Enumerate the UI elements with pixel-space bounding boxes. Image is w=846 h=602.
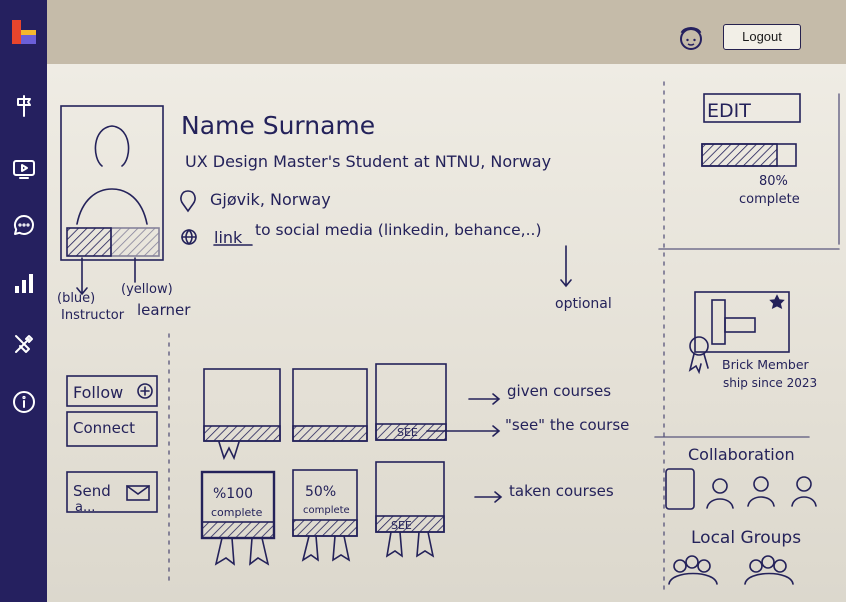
edit-box (703, 93, 801, 123)
sketch-optional: optional (555, 296, 612, 312)
top-bar: Logout (47, 0, 846, 64)
sketch-taken1-pct: %100 (213, 486, 253, 502)
sketch-taken2-pct: 50% (305, 484, 336, 500)
progress-fill (701, 143, 778, 167)
collab-phone-icon (665, 468, 695, 510)
tools-icon[interactable] (11, 331, 37, 357)
sketch-link-word: link (214, 228, 243, 247)
instructor-color-bar (66, 227, 112, 257)
sketch-progress-percent: 80% (759, 174, 788, 189)
sketch-local-groups: Local Groups (691, 528, 801, 548)
sketch-edit: EDIT (707, 100, 751, 122)
signpost-icon[interactable] (11, 93, 37, 119)
sketch-blue-label: (blue) (57, 291, 95, 306)
send-box (66, 471, 158, 513)
logout-button[interactable]: Logout (723, 24, 801, 50)
connect-box (66, 411, 158, 447)
sketch-taken-courses: taken courses (509, 482, 614, 500)
sketch-yellow-label: (yellow) (121, 282, 173, 297)
sketch-location: Gjøvik, Norway (210, 190, 331, 209)
sketch-see-given: SEE (397, 426, 418, 439)
sketch-subtitle: UX Design Master's Student at NTNU, Norw… (185, 152, 551, 171)
sketch-learner-label: learner (137, 301, 191, 319)
sketch-progress-complete: complete (739, 192, 800, 207)
sketch-taken1-label: complete (211, 506, 263, 519)
sketch-send-line1: Send (73, 482, 111, 500)
sketch-name: Name Surname (181, 111, 375, 140)
sketch-follow: Follow (73, 383, 123, 402)
sketch-canvas: Name Surname UX Design Master's Student … (47, 64, 846, 602)
sidebar (0, 0, 47, 602)
app-logo[interactable] (12, 20, 36, 44)
sketch-brick-line2: ship since 2023 (723, 376, 817, 390)
sketch-collaboration: Collaboration (688, 445, 795, 464)
chat-icon[interactable] (11, 212, 37, 238)
profile-photo-placeholder (60, 105, 164, 261)
sketch-instructor-label: Instructor (61, 308, 125, 323)
sketch-link-rest: to social media (linkedin, behance,..) (255, 221, 542, 239)
info-icon[interactable] (11, 389, 37, 415)
location-pin-icon (180, 190, 196, 213)
bar-chart-icon[interactable] (11, 270, 37, 296)
sketch-brick-line1: Brick Member (722, 357, 810, 372)
follow-box (66, 375, 158, 407)
wireframe-sketch: Name Surname UX Design Master's Student … (57, 81, 840, 593)
sketch-see-course: "see" the course (505, 416, 629, 434)
sketch-given-courses: given courses (507, 382, 611, 400)
learner-color-bar (110, 227, 160, 257)
sketch-connect: Connect (73, 419, 135, 437)
sketch-taken2-label: complete (303, 505, 350, 516)
video-icon[interactable] (11, 156, 37, 182)
user-avatar-icon[interactable] (677, 24, 705, 52)
sketch-send-line2: a... (75, 500, 95, 515)
sketch-see-taken: SEE (391, 519, 412, 532)
